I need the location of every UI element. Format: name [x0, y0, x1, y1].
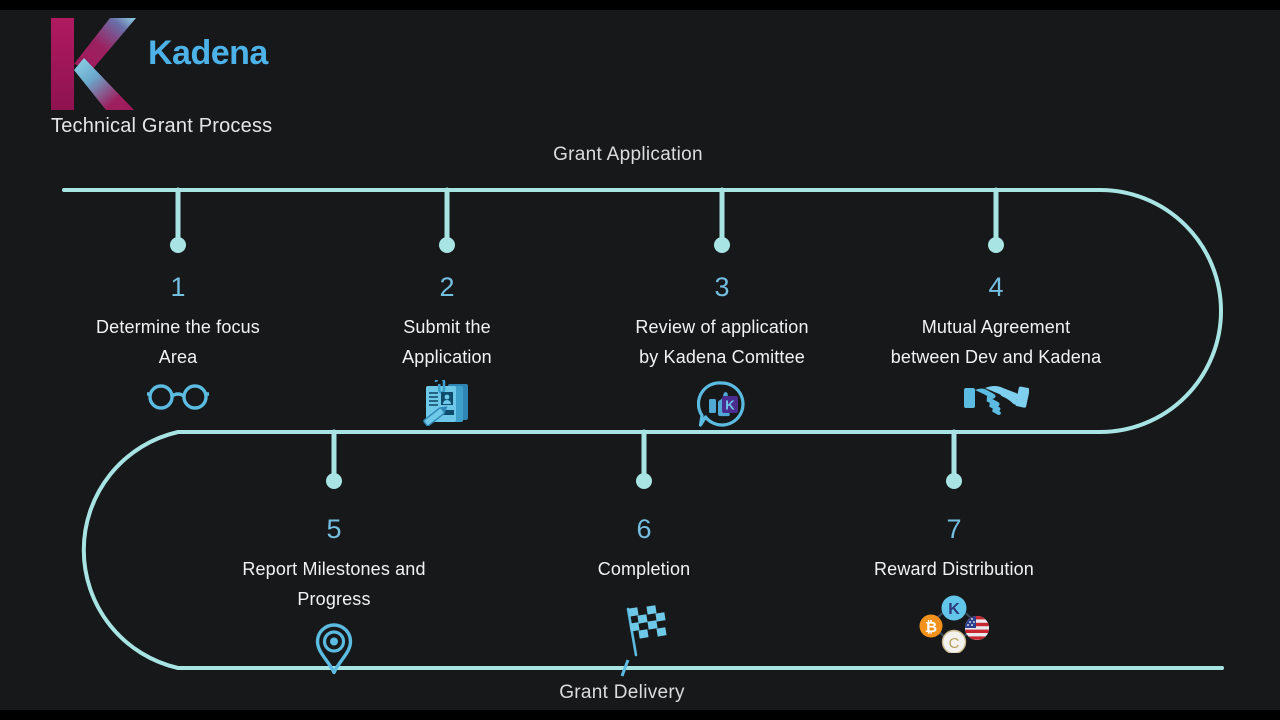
location-pin-icon — [184, 622, 484, 680]
track-label-top: Grant Application — [553, 144, 703, 165]
step-label: Report Milestones and Progress — [242, 559, 426, 609]
checkered-flag-icon — [494, 604, 794, 663]
step-number: 7 — [946, 514, 962, 544]
timeline-step-6[interactable]: 6 Completion — [494, 516, 794, 663]
brand-header: Kadena — [48, 14, 268, 114]
handshake-icon — [826, 380, 1166, 438]
track-label-bottom: Grant Delivery — [559, 682, 685, 703]
step-label: Mutual Agreement between Dev and Kadena — [890, 317, 1102, 367]
application-document-icon — [297, 380, 597, 438]
step-label: Submit the Application — [402, 317, 492, 367]
timeline-step-2[interactable]: 2 Submit the Application — [297, 274, 597, 438]
timeline-step-5[interactable]: 5 Report Milestones and Progress — [184, 516, 484, 680]
step-number: 4 — [988, 272, 1004, 302]
step-number: 5 — [326, 514, 342, 544]
step-number: 6 — [636, 514, 652, 544]
timeline-step-1[interactable]: 1 Determine the focus Area — [28, 274, 328, 438]
step-number: 2 — [439, 272, 455, 302]
step-label: Completion — [597, 559, 691, 579]
timeline-step-4[interactable]: 4 Mutual Agreement between Dev and Kaden… — [826, 274, 1166, 438]
letterbox-bar-top — [0, 0, 1280, 10]
step-label: Reward Distribution — [874, 559, 1034, 579]
kadena-k-logo-icon — [48, 14, 140, 114]
svg-text:₿: ₿ — [925, 619, 937, 636]
step-label: Determine the focus Area — [96, 317, 260, 367]
coins-reward-icon: K ₿ — [804, 595, 1104, 653]
brand-name: Kadena — [148, 34, 268, 72]
timeline-step-7[interactable]: 7 Reward Distribution K ₿ — [804, 516, 1104, 653]
svg-text:C: C — [949, 635, 960, 652]
eyeglasses-icon — [28, 380, 328, 438]
page-subtitle: Technical Grant Process — [51, 115, 273, 137]
svg-text:K: K — [948, 601, 960, 618]
step-number: 1 — [170, 272, 186, 302]
letterbox-bar-bottom — [0, 710, 1280, 720]
svg-text:K: K — [725, 398, 735, 413]
